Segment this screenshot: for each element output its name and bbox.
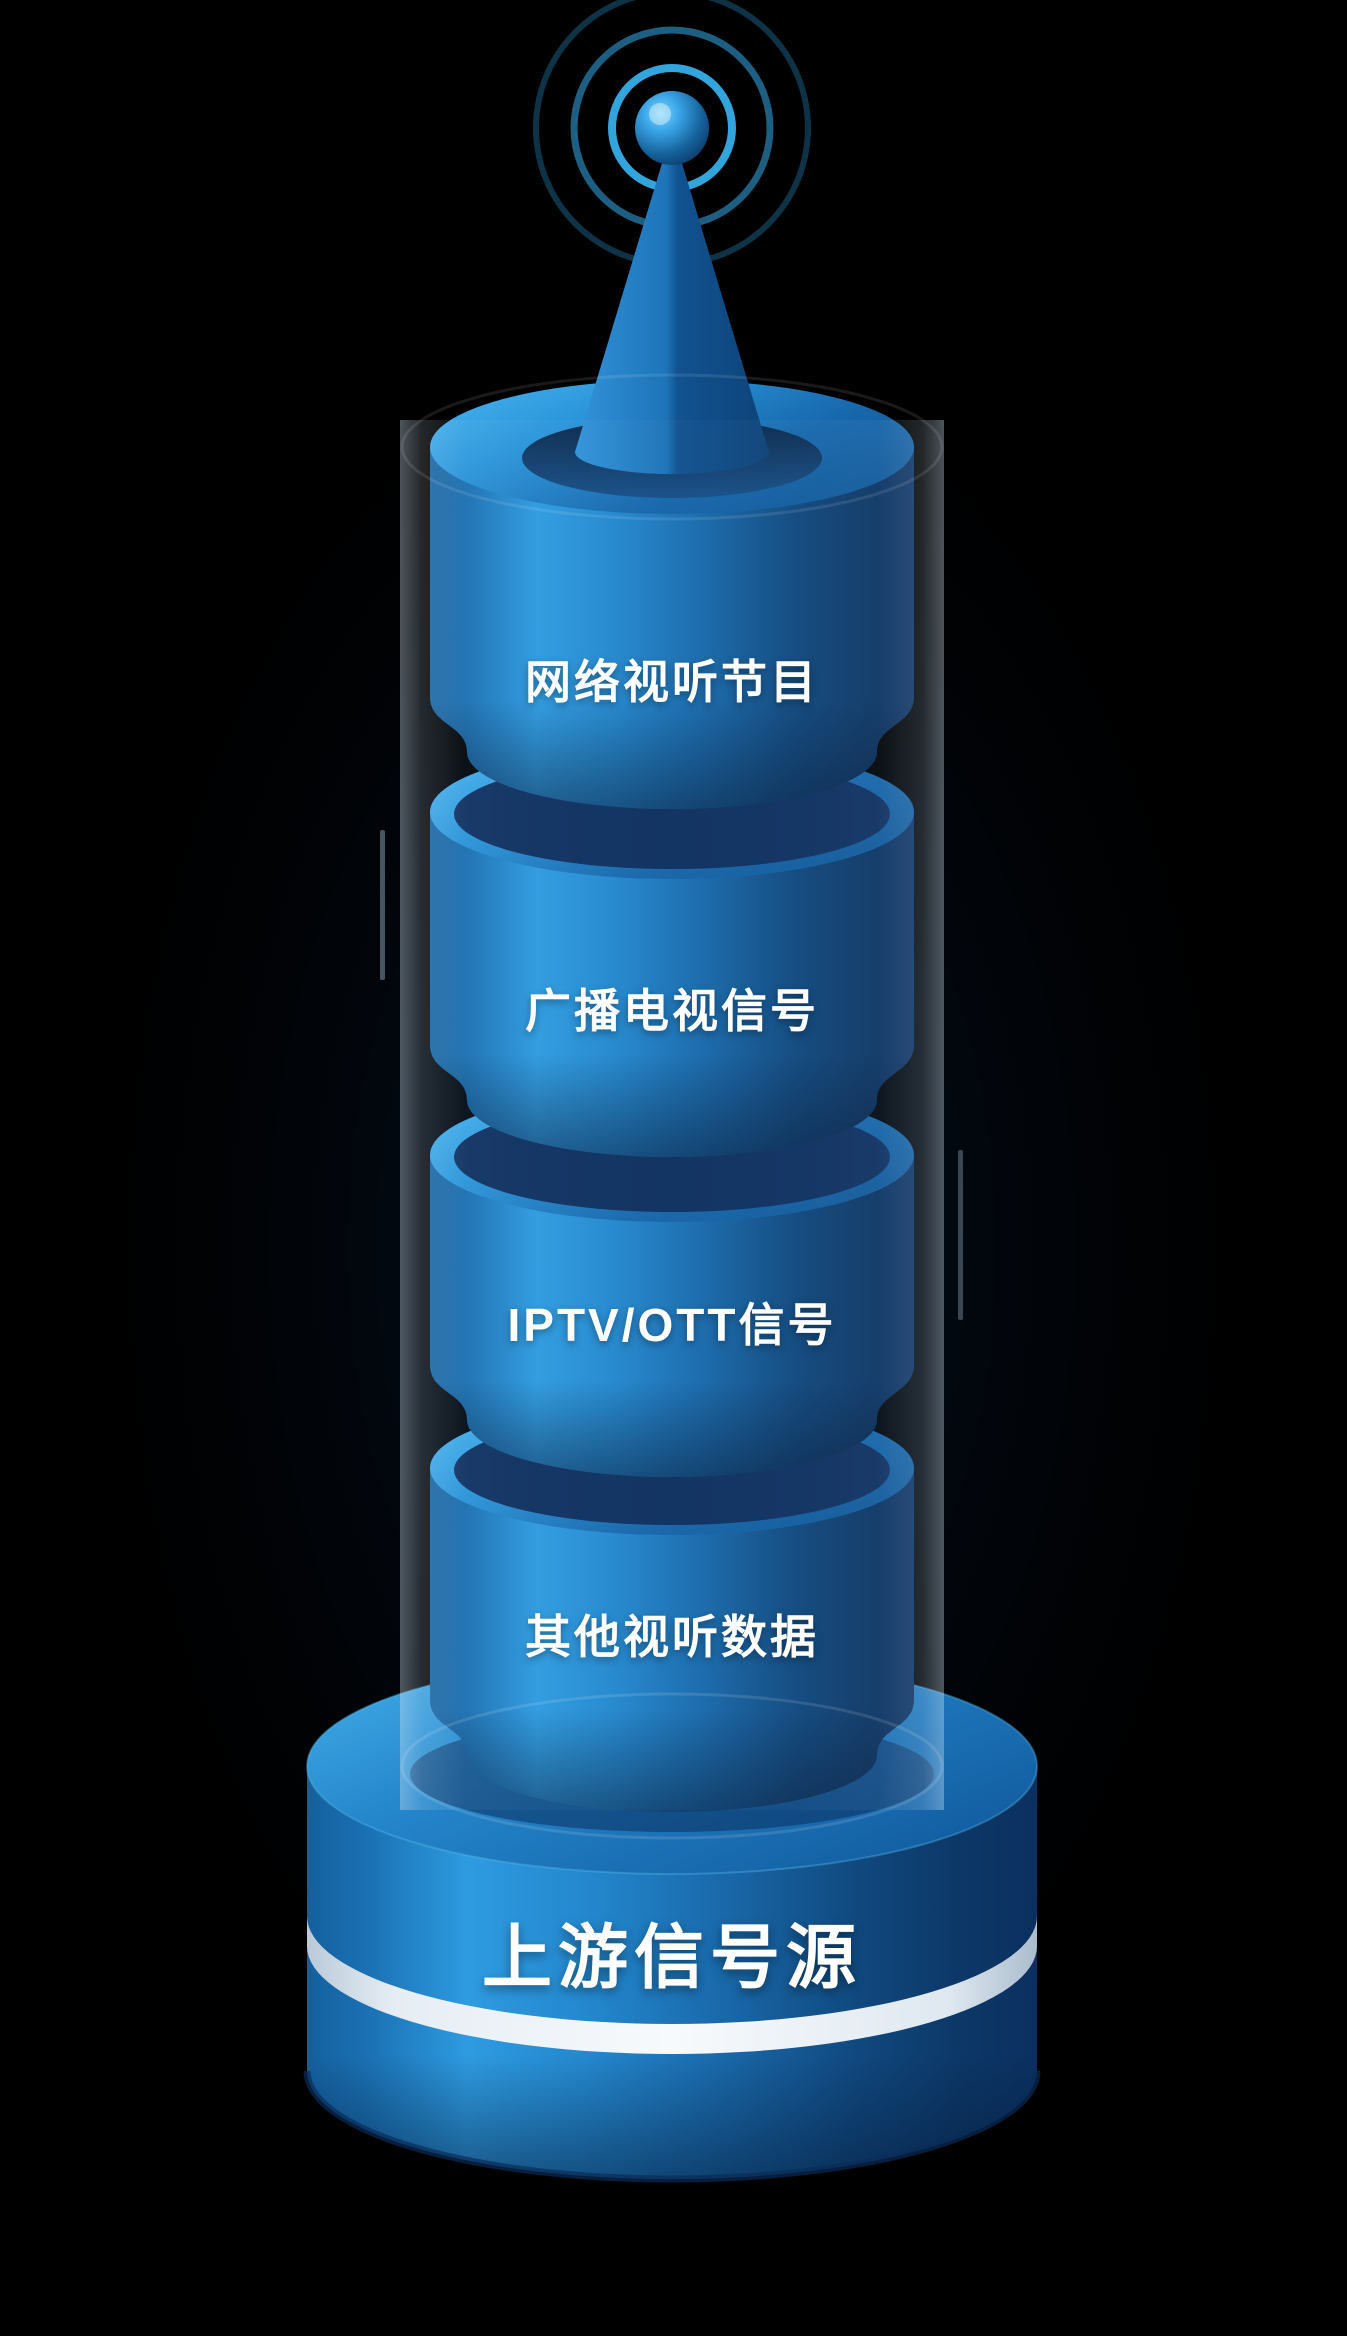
base-title: 上游信号源 [482,1918,862,1997]
antenna-cone-icon [575,160,769,474]
antenna-sphere-icon [635,91,709,165]
segment-label-2: 广播电视信号 [525,985,819,1037]
segment-label-4: 其他视听数据 [525,1611,819,1663]
segment-label-3: IPTV/OTT信号 [507,1299,837,1351]
base-stripe [307,1916,1037,2054]
light-streak-right [958,1150,963,1320]
segment-label-1: 网络视听节目 [525,656,819,708]
light-streak-left [380,830,385,980]
glow-tube [380,373,963,1840]
